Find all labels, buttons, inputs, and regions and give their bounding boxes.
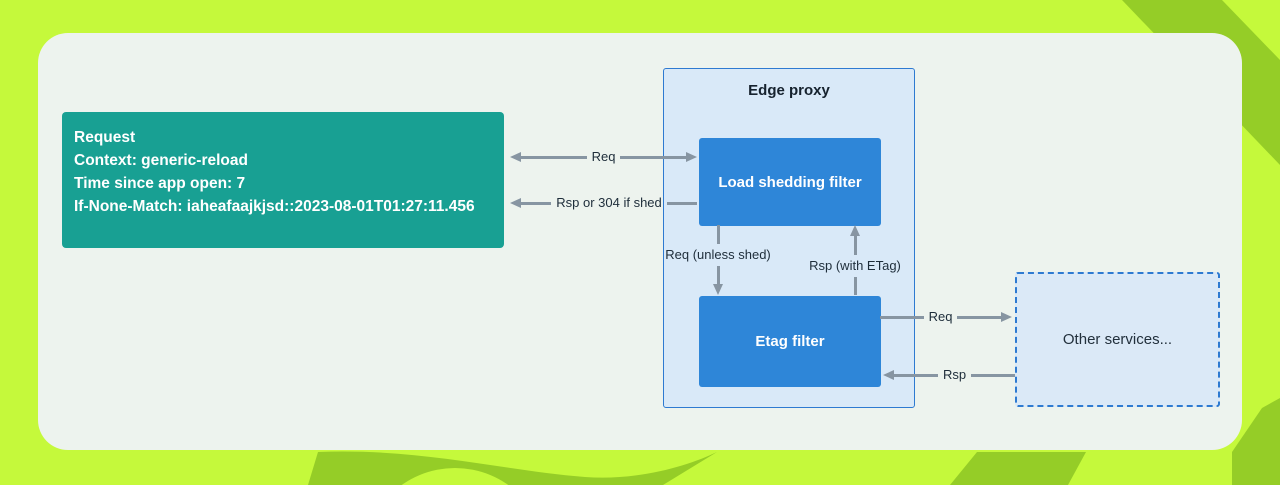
arrow-rsp-internal-label: Rsp (with ETag) — [809, 257, 901, 273]
arrow-req-client-label: Req — [591, 149, 616, 164]
arrow-line — [521, 201, 552, 205]
arrow-line — [880, 315, 924, 319]
arrow-line — [971, 373, 1015, 377]
diagram-card: Request Context: generic-reload Time sin… — [38, 33, 1242, 450]
arrow-line — [894, 373, 938, 377]
arrow-rsp-client-label: Rsp or 304 if shed — [556, 195, 662, 210]
arrow-rsp-client: Rsp or 304 if shed — [510, 195, 698, 211]
request-time-line: Time since app open: 7 — [74, 175, 246, 192]
arrow-line — [620, 155, 687, 159]
arrow-line — [521, 155, 587, 159]
arrow-rsp-internal: Rsp (with ETag) — [790, 225, 920, 295]
arrow-req-upstream: Req — [880, 309, 1013, 325]
request-title: Request — [74, 129, 136, 146]
arrow-req-client: Req — [510, 149, 698, 165]
etag-filter-node: Etag filter — [699, 296, 881, 387]
other-services-node: Other services... — [1015, 272, 1220, 407]
load-shedding-filter-node: Load shedding filter — [699, 138, 881, 226]
arrow-line — [957, 315, 1002, 319]
arrow-rsp-upstream: Rsp — [883, 367, 1015, 383]
arrowhead-down-icon — [713, 284, 723, 295]
load-shedding-filter-label: Load shedding filter — [718, 173, 862, 191]
arrowhead-up-icon — [850, 225, 860, 236]
arrow-req-internal: Req (unless shed) — [653, 225, 783, 295]
other-services-label: Other services... — [1062, 331, 1173, 348]
arrow-rsp-upstream-label: Rsp — [942, 367, 967, 382]
arrow-line — [853, 236, 857, 255]
arrow-line — [853, 276, 857, 295]
arrow-line — [716, 225, 720, 244]
arrowhead-left-icon — [510, 152, 521, 162]
arrowhead-right-icon — [686, 152, 698, 162]
arrow-req-upstream-label: Req — [928, 309, 953, 324]
edge-proxy-title: Edge proxy — [748, 82, 830, 99]
arrow-line — [666, 201, 698, 205]
arrowhead-left-icon — [883, 370, 894, 380]
arrowhead-right-icon — [1001, 312, 1013, 322]
request-if-none-match-line: If-None-Match: iaheafaajkjsd::2023-08-01… — [74, 198, 475, 215]
arrowhead-left-icon — [510, 198, 521, 208]
arrow-req-internal-label: Req (unless shed) — [665, 246, 771, 262]
etag-filter-label: Etag filter — [755, 333, 825, 350]
edge-proxy-container: Edge proxy Load shedding filter Etag fil… — [663, 68, 915, 408]
request-context-line: Context: generic-reload — [74, 152, 248, 169]
arrow-line — [716, 265, 720, 284]
request-node: Request Context: generic-reload Time sin… — [62, 112, 504, 248]
